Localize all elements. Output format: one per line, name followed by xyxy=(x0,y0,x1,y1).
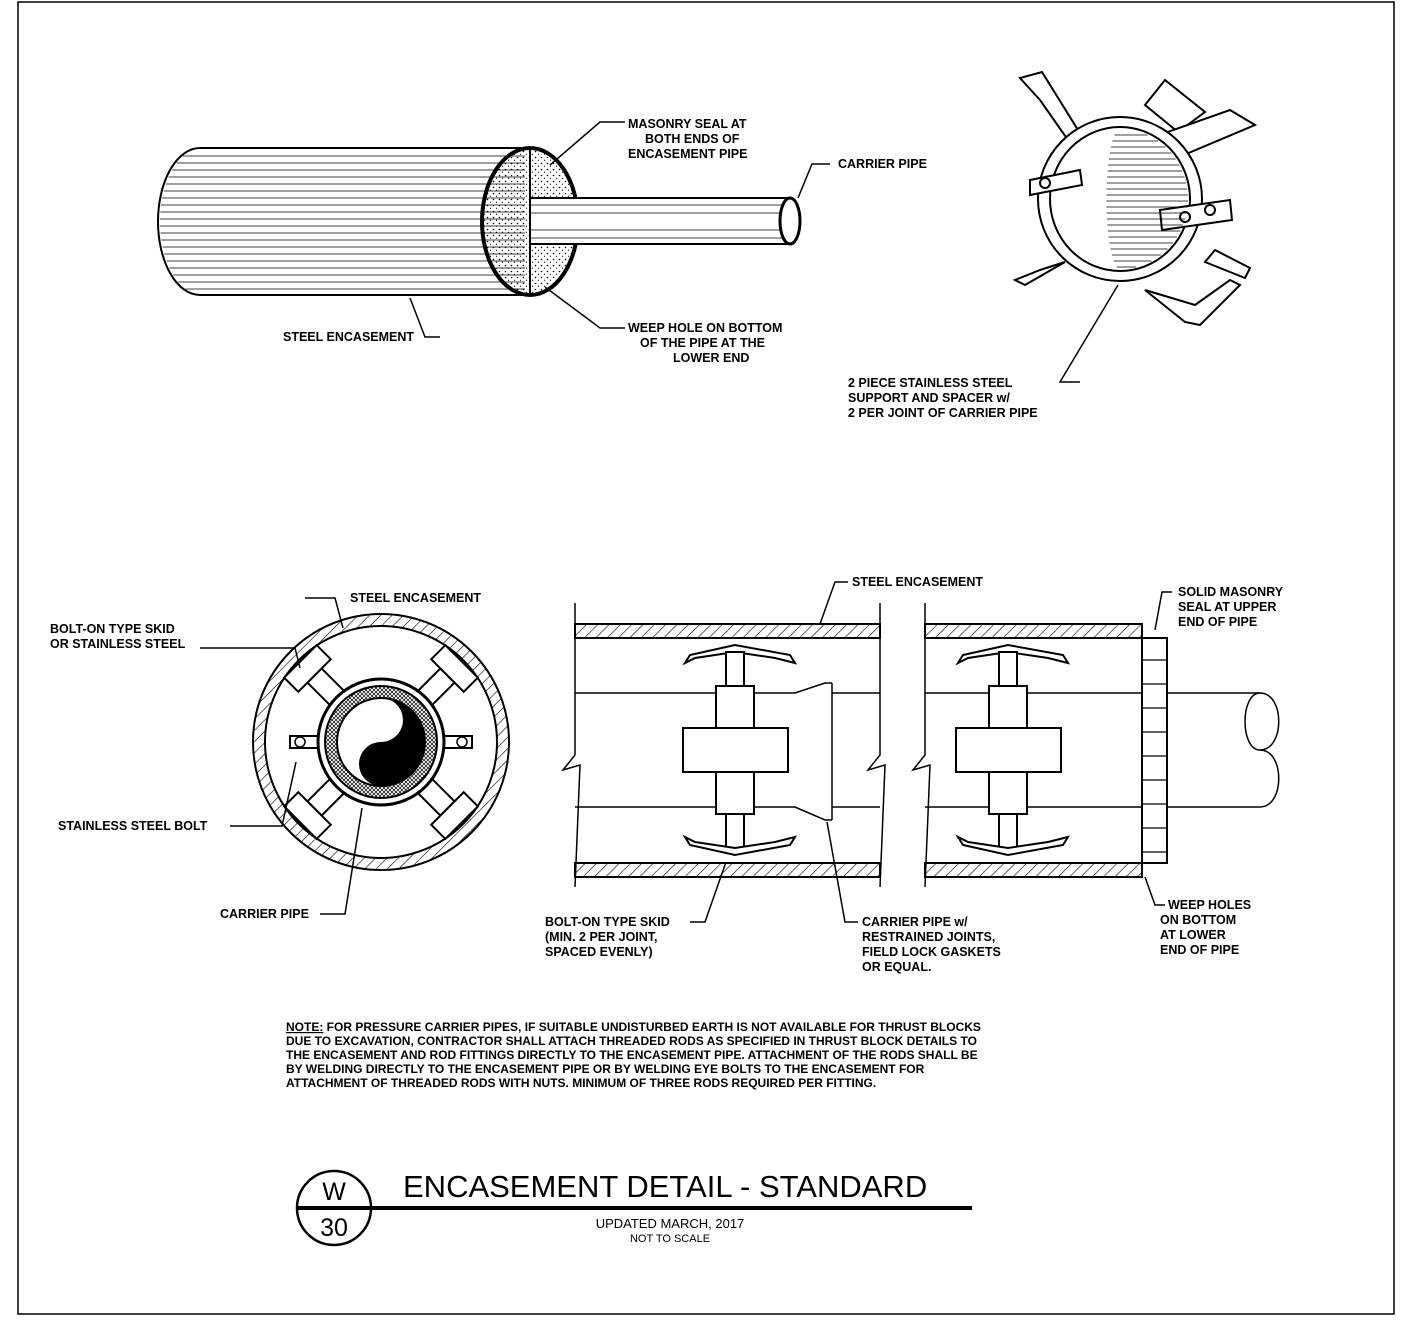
bubble-letter: W xyxy=(322,1178,346,1206)
support-spacer-label-2: SUPPORT AND SPACER w/ xyxy=(848,391,1010,405)
bolt-on-skid-long-label-2: (MIN. 2 PER JOINT, xyxy=(545,930,658,944)
bolt-on-skid-section-label-1: BOLT-ON TYPE SKID xyxy=(50,622,175,636)
solid-masonry-label-3: END OF PIPE xyxy=(1178,615,1257,629)
solid-masonry-label-2: SEAL AT UPPER xyxy=(1178,600,1276,614)
updated-date: UPDATED MARCH, 2017 xyxy=(596,1216,745,1231)
skid-assembly-2 xyxy=(955,643,1071,857)
general-note: NOTE: FOR PRESSURE CARRIER PIPES, IF SUI… xyxy=(286,1020,981,1090)
carrier-pipe-long-label-4: OR EQUAL. xyxy=(862,960,931,974)
scale-note: NOT TO SCALE xyxy=(630,1233,710,1245)
encasement-stripes xyxy=(160,155,525,290)
note-line-1: FOR PRESSURE CARRIER PIPES, IF SUITABLE … xyxy=(323,1020,981,1034)
stainless-bolt-label: STAINLESS STEEL BOLT xyxy=(58,819,208,833)
note-line-5: ATTACHMENT OF THREADED RODS WITH NUTS. M… xyxy=(286,1076,876,1090)
note-line-2: DUE TO EXCAVATION, CONTRACTOR SHALL ATTA… xyxy=(286,1034,977,1048)
weep-holes-long-label-2: ON BOTTOM xyxy=(1160,913,1236,927)
svg-text:NOTE: FOR PRESSURE CARRIER PIP: NOTE: FOR PRESSURE CARRIER PIPES, IF SUI… xyxy=(286,1020,981,1034)
cross-section-view xyxy=(200,597,510,915)
steel-encasement-label-top: STEEL ENCASEMENT xyxy=(283,330,414,344)
spacer-stripes xyxy=(1106,134,1188,268)
drawing-title: ENCASEMENT DETAIL - STANDARD xyxy=(403,1169,927,1204)
masonry-seal-label-2: BOTH ENDS OF xyxy=(645,132,740,146)
bubble-number: 30 xyxy=(320,1214,348,1242)
support-spacer-label-3: 2 PER JOINT OF CARRIER PIPE xyxy=(848,406,1038,420)
weep-hole-label-1: WEEP HOLE ON BOTTOM xyxy=(628,321,782,335)
masonry-seal-label-3: ENCASEMENT PIPE xyxy=(628,147,747,161)
weep-holes-long-label-3: AT LOWER xyxy=(1160,928,1226,942)
solid-masonry-label-1: SOLID MASONRY xyxy=(1178,585,1284,599)
spacer-isometric-view xyxy=(1012,70,1258,327)
carrier-pipe-long-label-3: FIELD LOCK GASKETS xyxy=(862,945,1001,959)
note-prefix: NOTE: xyxy=(286,1020,323,1034)
carrier-pipe-long-label-1: CARRIER PIPE w/ xyxy=(862,915,968,929)
support-spacer-label-1: 2 PIECE STAINLESS STEEL xyxy=(848,376,1013,390)
weep-hole-label-2: OF THE PIPE AT THE xyxy=(640,336,765,350)
note-line-3: THE ENCASEMENT AND ROD FITTINGS DIRECTLY… xyxy=(286,1048,978,1062)
bolt-on-skid-long-label-3: SPACED EVENLY) xyxy=(545,945,653,959)
carrier-pipe-section-label: CARRIER PIPE xyxy=(220,907,309,921)
carrier-pipe-label-top: CARRIER PIPE xyxy=(838,157,927,171)
isometric-pipe-view xyxy=(157,121,830,338)
steel-encasement-label-long: STEEL ENCASEMENT xyxy=(852,575,983,589)
title-block: W 30 ENCASEMENT DETAIL - STANDARD UPDATE… xyxy=(295,1169,972,1247)
masonry-seal-joints xyxy=(1142,659,1167,853)
note-line-4: BY WELDING DIRECTLY TO THE ENCASEMENT PI… xyxy=(286,1062,925,1076)
longitudinal-section-view xyxy=(560,581,1280,923)
bolt-on-skid-section-label-2: OR STAINLESS STEEL xyxy=(50,637,186,651)
bolt-on-skid-long-label-1: BOLT-ON TYPE SKID xyxy=(545,915,670,929)
steel-encasement-label-section: STEEL ENCASEMENT xyxy=(350,591,481,605)
weep-holes-long-label-1: WEEP HOLES xyxy=(1168,898,1251,912)
weep-holes-long-label-4: END OF PIPE xyxy=(1160,943,1239,957)
weep-hole-label-3: LOWER END xyxy=(673,351,749,365)
masonry-seal-label-1: MASONRY SEAL AT xyxy=(628,117,747,131)
skid-assembly-1 xyxy=(682,643,798,857)
drawing-border xyxy=(17,1,1395,1315)
carrier-pipe-long-label-2: RESTRAINED JOINTS, xyxy=(862,930,995,944)
